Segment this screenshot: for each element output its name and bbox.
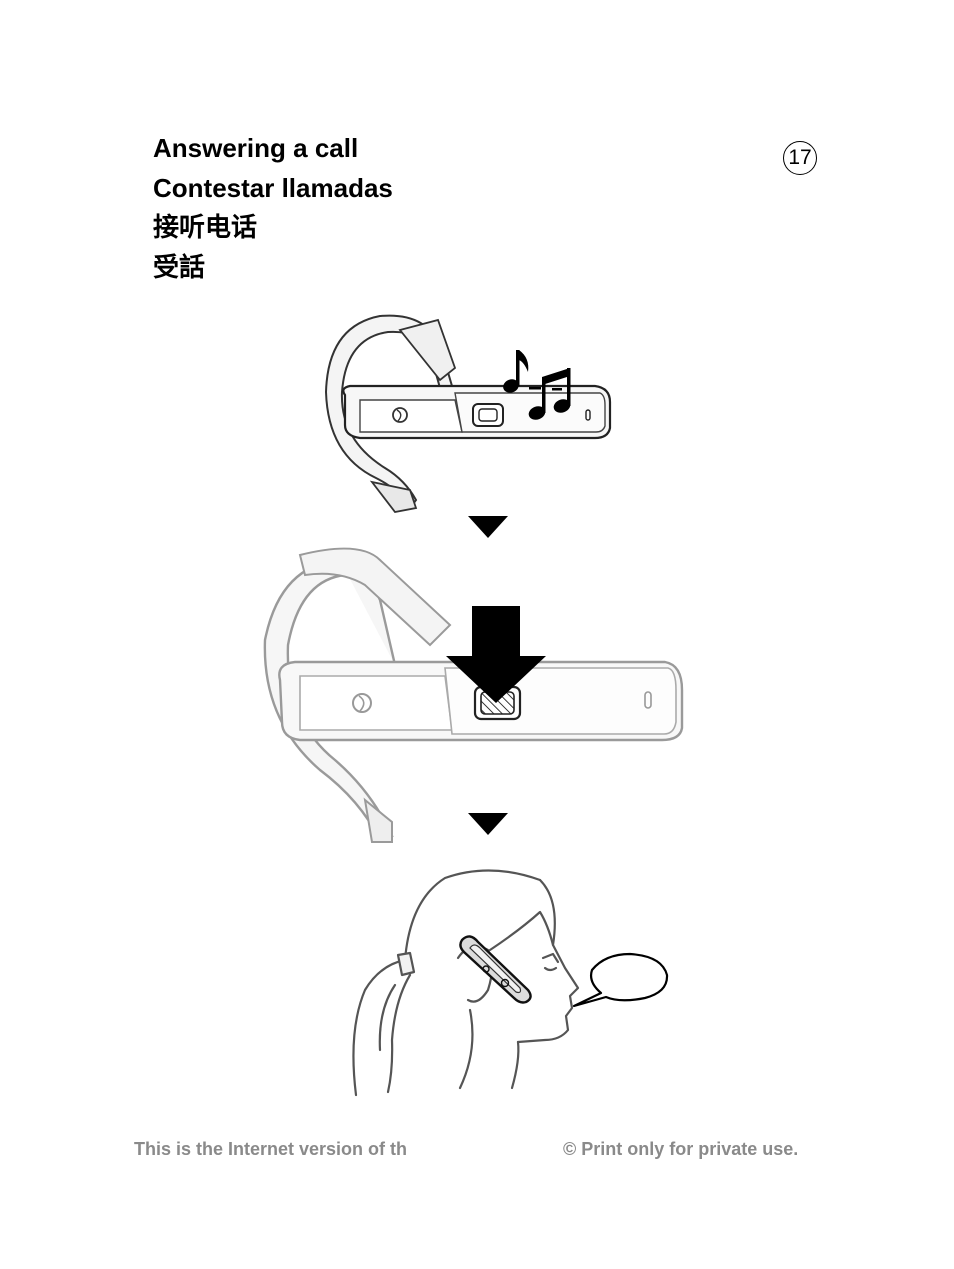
down-triangle-icon — [468, 813, 508, 835]
title-japanese: 受話 — [153, 253, 206, 283]
speech-bubble-icon — [572, 952, 669, 1008]
title-spanish: Contestar llamadas — [153, 173, 393, 203]
headset-worn — [459, 935, 532, 1004]
headset-press — [263, 547, 684, 843]
person-talking — [352, 869, 580, 1097]
page-title-block: Answering a call Contestar llamadas 接听电话… — [153, 128, 393, 288]
footer-copyright: © Print only for private use. — [563, 1139, 799, 1159]
page-number-badge: 17 — [783, 141, 817, 175]
down-triangle-icon — [468, 516, 508, 538]
down-arrow-icon — [446, 606, 546, 703]
title-english: Answering a call — [153, 133, 359, 163]
footer-internet-version: This is the Internet version of th — [134, 1139, 408, 1159]
music-notes-icon — [503, 350, 571, 420]
title-chinese: 接听电话 — [153, 213, 258, 243]
headset-ringing — [324, 314, 612, 513]
